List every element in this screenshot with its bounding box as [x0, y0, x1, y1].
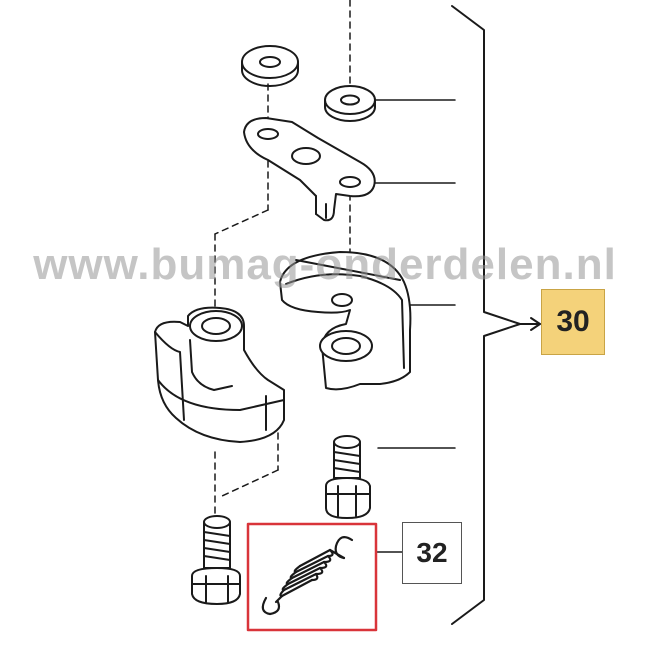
clutch-shoe-icon — [154, 306, 285, 443]
group-bracket — [451, 5, 521, 625]
washer-icon — [241, 45, 299, 87]
spring-highlight-frame — [246, 522, 378, 632]
clutch-plate-icon — [243, 117, 376, 222]
callout-spring-32[interactable]: 32 — [402, 522, 462, 584]
tension-spring-icon — [261, 536, 354, 616]
callout-assembly-30[interactable]: 30 — [541, 289, 605, 355]
shoulder-bolt-icon — [325, 435, 371, 519]
leader-lines — [371, 99, 456, 553]
washer-icon — [324, 85, 376, 122]
clutch-shoe-icon — [279, 251, 412, 391]
shoulder-bolt-icon — [191, 515, 241, 605]
